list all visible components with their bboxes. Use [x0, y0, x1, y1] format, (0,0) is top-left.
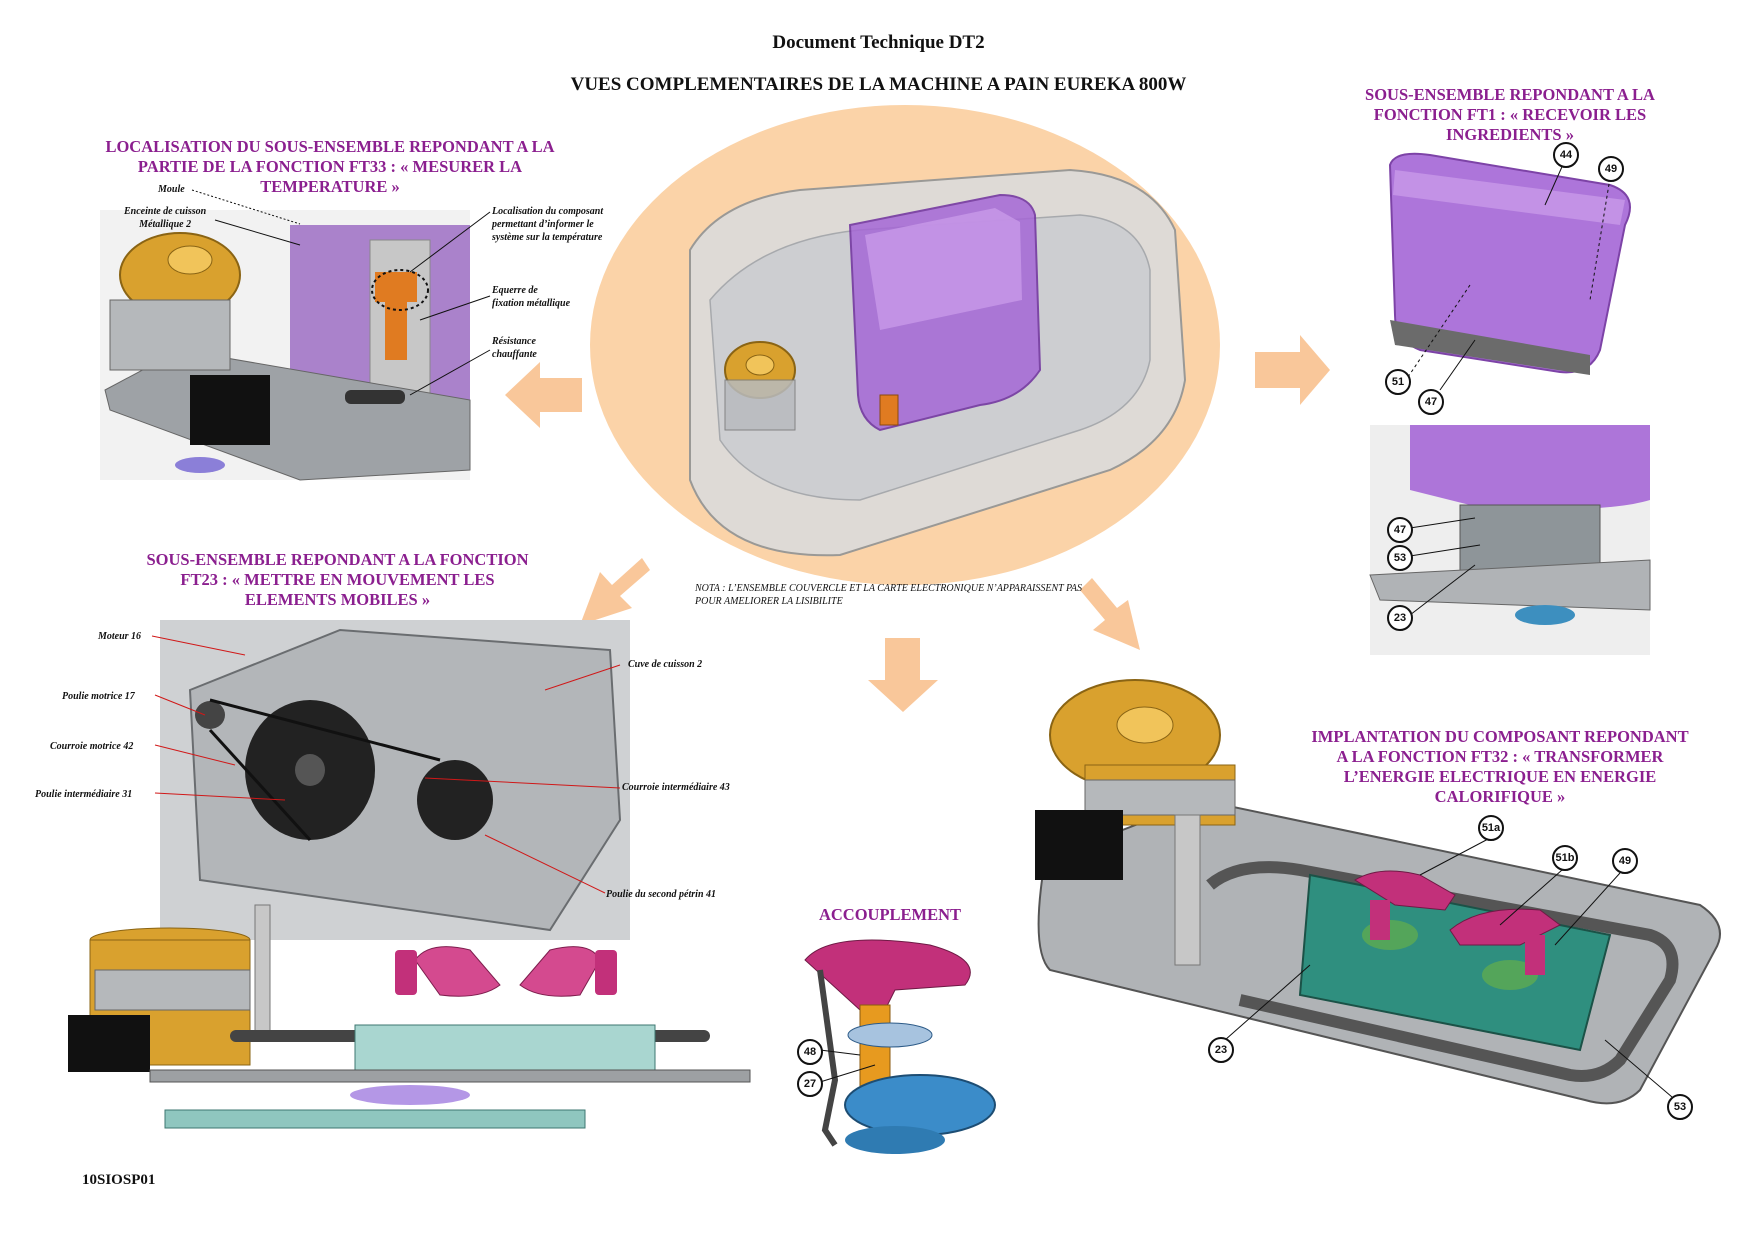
label-localisation-line-2: permettant d’informer le [492, 219, 594, 230]
ft1-title-line-3: INGREDIENTS » [1446, 125, 1574, 144]
document-title: Document Technique DT2 [772, 32, 985, 53]
ft1-title-line-2: FONCTION FT1 : « RECEVOIR LES [1373, 105, 1647, 124]
ft32-title-line-2: A LA FONCTION FT32 : « TRANSFORMER [1336, 747, 1664, 766]
nota-text: NOTA : L’ENSEMBLE COUVERCLE ET LA CARTE … [695, 582, 1082, 608]
ft33-title: LOCALISATION DU SOUS-ENSEMBLE REPONDANT … [80, 137, 580, 197]
label-moteur: Moteur 16 [98, 631, 142, 642]
label-resistance-line-2: chauffante [492, 349, 537, 360]
main-title: VUES COMPLEMENTAIRES DE LA MACHINE A PAI… [570, 74, 1187, 95]
callout-27: 27 [797, 1071, 823, 1097]
ft33-title-line-3: TEMPERATURE » [260, 177, 400, 196]
callout-48: 48 [797, 1039, 823, 1065]
label-poulie-petrin: Poulie du second pétrin 41 [606, 889, 717, 900]
ft32-title-line-4: CALORIFIQUE » [1434, 787, 1566, 806]
label-localisation: Localisation du composant permettant d’i… [492, 205, 603, 244]
label-poulie-intermediaire: Poulie intermédiaire 31 [35, 789, 133, 800]
nota-line-1: NOTA : L’ENSEMBLE COUVERCLE ET LA CARTE … [695, 583, 1082, 594]
ft23-title-line-3: ELEMENTS MOBILES » [244, 590, 431, 609]
callout-23-ft32: 23 [1208, 1037, 1234, 1063]
callout-49: 49 [1598, 156, 1624, 182]
ft1-title-line-1: SOUS-ENSEMBLE REPONDANT A LA [1365, 85, 1655, 104]
ft32-title: IMPLANTATION DU COMPOSANT REPONDANT A LA… [1290, 727, 1710, 807]
ft23-title: SOUS-ENSEMBLE REPONDANT A LA FONCTION FT… [100, 550, 575, 610]
label-localisation-line-1: Localisation du composant [492, 206, 604, 217]
ft1-title: SOUS-ENSEMBLE REPONDANT A LA FONCTION FT… [1330, 85, 1690, 145]
callout-53-ft32: 53 [1667, 1094, 1693, 1120]
label-courroie-motrice: Courroie motrice 42 [50, 741, 134, 752]
label-equerre-line-1: Equerre de [492, 285, 538, 296]
callout-49-ft32: 49 [1612, 848, 1638, 874]
callout-47: 47 [1418, 389, 1444, 415]
callout-51b: 51b [1552, 845, 1578, 871]
callout-44: 44 [1553, 142, 1579, 168]
label-cuve: Cuve de cuisson 2 [628, 659, 703, 670]
label-enceinte-line-2: Métallique 2 [139, 219, 192, 230]
label-enceinte: Enceinte de cuisson Métallique 2 [124, 205, 206, 231]
footer-code: 10SIOSP01 [82, 1172, 156, 1188]
callout-53: 53 [1387, 545, 1413, 571]
callout-23: 23 [1387, 605, 1413, 631]
callout-47-bottom: 47 [1387, 517, 1413, 543]
label-resistance: Résistance chauffante [492, 335, 537, 361]
ft32-title-line-1: IMPLANTATION DU COMPOSANT REPONDANT [1311, 727, 1689, 746]
label-resistance-line-1: Résistance [492, 336, 536, 347]
label-equerre-line-2: fixation métallique [492, 298, 571, 309]
nota-line-2: POUR AMELIORER LA LISIBILITE [695, 596, 843, 607]
ft32-title-line-3: L’ENERGIE ELECTRIQUE EN ENERGIE [1343, 767, 1657, 786]
label-localisation-line-3: système sur la température [492, 232, 603, 243]
label-courroie-intermediaire: Courroie intermédiaire 43 [622, 782, 730, 793]
ft33-title-line-1: LOCALISATION DU SOUS-ENSEMBLE REPONDANT … [105, 137, 555, 156]
label-equerre: Equerre de fixation métallique [492, 284, 570, 310]
label-enceinte-line-1: Enceinte de cuisson [124, 206, 207, 217]
callout-51a: 51a [1478, 815, 1504, 841]
accouplement-title: ACCOUPLEMENT [818, 905, 962, 924]
ft33-title-line-2: PARTIE DE LA FONCTION FT33 : « MESURER L… [137, 157, 523, 176]
ft23-title-line-1: SOUS-ENSEMBLE REPONDANT A LA FONCTION [146, 550, 529, 569]
label-moule: Moule [158, 184, 185, 195]
callout-51: 51 [1385, 369, 1411, 395]
ft23-title-line-2: FT23 : « METTRE EN MOUVEMENT LES [180, 570, 495, 589]
label-poulie-motrice: Poulie motrice 17 [62, 691, 135, 702]
